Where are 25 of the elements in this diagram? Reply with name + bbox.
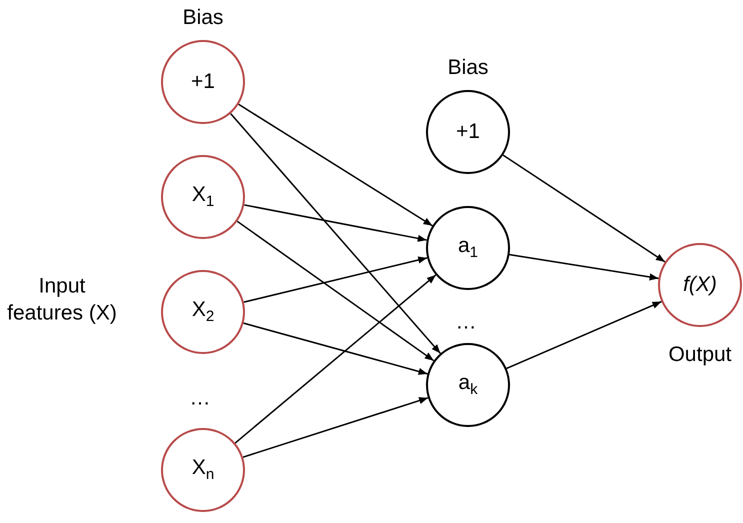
neuron-label: X$_{n}$	[192, 456, 214, 484]
node-caption: Bias	[182, 6, 224, 30]
arrow	[509, 254, 659, 281]
arrow	[243, 322, 428, 375]
node-caption: Bias	[448, 56, 488, 80]
neuron-label: +1	[456, 120, 480, 144]
node-caption: Output	[668, 343, 732, 367]
arrow	[242, 397, 428, 458]
neuron-label: a$_{1}$	[458, 234, 478, 262]
arrow	[506, 300, 662, 370]
text-label: Input features (X)	[7, 274, 117, 327]
arrow	[502, 154, 666, 262]
arrow	[244, 256, 428, 303]
arrow	[238, 104, 433, 226]
neuron-label: X$_{1}$	[192, 183, 214, 211]
arrow	[234, 274, 436, 444]
arrow	[236, 220, 434, 362]
arrow	[230, 113, 441, 354]
neuron-label: X$_{2}$	[192, 298, 214, 326]
neuron-label: a$_{k}$	[458, 371, 478, 399]
arrow	[244, 204, 427, 242]
text-label: …	[454, 309, 478, 336]
neuron-label: +1	[191, 70, 215, 94]
text-label: …	[188, 385, 212, 412]
neuron-label: f(X)	[683, 273, 717, 297]
